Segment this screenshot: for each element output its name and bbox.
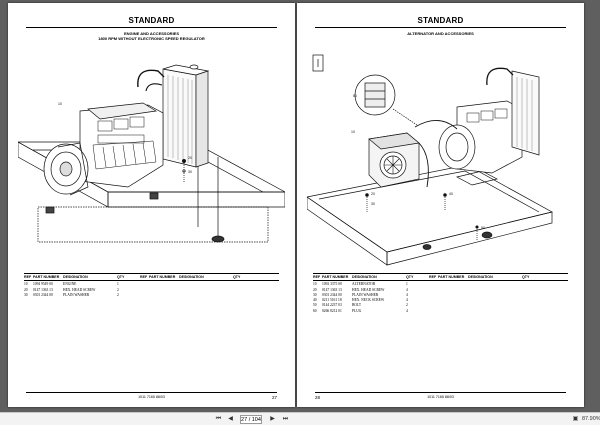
col-part-number: PART NUMBER xyxy=(438,275,465,279)
table-row: 10 1092 3375 00 ALTERNATOR 1 xyxy=(313,282,408,287)
base-frame-front xyxy=(107,191,285,208)
col-ref: REF xyxy=(24,275,32,279)
right-parts-header: REF PART NUMBER DESIGNATION QTY REF PART… xyxy=(313,273,568,281)
left-page: STANDARD ENGINE AND ACCESSORIES 1800 RPM… xyxy=(8,3,295,407)
svg-text:10: 10 xyxy=(58,102,62,106)
col-ref: REF xyxy=(140,275,148,279)
col-ref: REF xyxy=(429,275,437,279)
col-qty: QTY xyxy=(117,275,125,279)
svg-text:50: 50 xyxy=(481,226,485,230)
last-page-icon[interactable]: ⏭ xyxy=(282,416,289,422)
left-subtitle-1: ENGINE AND ACCESSORIES xyxy=(123,31,180,36)
left-doc-code: 1011 7165 88/03 xyxy=(138,395,165,399)
col-designation: DESIGNATION xyxy=(179,275,204,279)
alternator-drawing: 10 60 20 30 40 50 xyxy=(307,54,553,266)
svg-text:60: 60 xyxy=(353,94,357,98)
left-page-number: 27 xyxy=(271,395,277,400)
svg-text:20: 20 xyxy=(371,192,375,196)
svg-text:10: 10 xyxy=(351,130,355,134)
svg-text:30: 30 xyxy=(188,170,192,174)
left-subtitle-2: 1800 RPM WITHOUT ELECTRONIC SPEED REGULA… xyxy=(98,36,205,41)
table-row: 20 0147 1363 13 HEX. HEAD SCREW 4 xyxy=(313,287,408,292)
table-row: 50 0144 2237 03 BOLT 2 xyxy=(313,303,408,308)
left-parts-header: REF PART NUMBER DESIGNATION QTY REF PART… xyxy=(24,273,279,281)
engine-drawing: 20 30 10 xyxy=(18,64,285,243)
col-part-number: PART NUMBER xyxy=(322,275,349,279)
table-row: 60 0266 8212 01 PLUG 4 xyxy=(313,308,408,313)
flywheel-housing xyxy=(438,124,476,170)
engine-block xyxy=(79,104,164,188)
right-footer-rule xyxy=(315,392,566,393)
prev-page-icon[interactable]: ◀ xyxy=(228,416,233,422)
svg-text:20: 20 xyxy=(188,156,192,160)
first-page-icon[interactable]: ⏮ xyxy=(215,416,222,422)
col-designation: DESIGNATION xyxy=(63,275,88,279)
table-row: 30 0301 2344 00 PLAIN WASHER 4 xyxy=(313,292,408,297)
right-title-rule xyxy=(315,27,566,28)
left-title-rule xyxy=(26,27,277,28)
table-row: 10 1094 9549 00 ENGINE 1 xyxy=(24,282,119,287)
page-number-field[interactable] xyxy=(240,415,262,424)
right-parts-list: REF PART NUMBER DESIGNATION QTY REF PART… xyxy=(313,273,568,313)
left-parts-list: REF PART NUMBER DESIGNATION QTY REF PART… xyxy=(24,273,279,297)
table-row: 30 0301 2344 00 PLAIN WASHER 2 xyxy=(24,292,119,297)
svg-text:40: 40 xyxy=(449,192,453,196)
fit-page-icon[interactable]: ▣ xyxy=(572,416,579,422)
col-part-number: PART NUMBER xyxy=(33,275,60,279)
right-doc-code: 1011 7165 88/03 xyxy=(427,395,454,399)
next-page-icon[interactable]: ▶ xyxy=(270,416,275,422)
col-designation: DESIGNATION xyxy=(468,275,493,279)
table-row: 40 0211 5161 18 HEX. NECK SCREW 4 xyxy=(313,298,408,303)
right-page-number: 28 xyxy=(315,395,321,400)
col-ref: REF xyxy=(313,275,321,279)
right-subtitle-1: ALTERNATOR AND ACCESSORIES xyxy=(407,31,474,36)
zoom-level[interactable]: 87.90% xyxy=(582,416,600,422)
left-footer-rule xyxy=(26,392,277,393)
col-part-number: PART NUMBER xyxy=(149,275,176,279)
svg-text:30: 30 xyxy=(371,202,375,206)
left-page-heading: STANDARD xyxy=(128,16,175,25)
table-row: 20 0147 1363 13 HEX. HEAD SCREW 2 xyxy=(24,287,119,292)
col-qty: QTY xyxy=(233,275,241,279)
col-qty: QTY xyxy=(522,275,530,279)
col-qty: QTY xyxy=(406,275,414,279)
col-designation: DESIGNATION xyxy=(352,275,377,279)
right-page-heading: STANDARD xyxy=(417,16,464,25)
viewer-toolbar: ⏮ ◀ ▶ ⏭ ▣ 87.90% xyxy=(0,412,600,425)
right-page: STANDARD ALTERNATOR AND ACCESSORIES xyxy=(297,3,584,407)
